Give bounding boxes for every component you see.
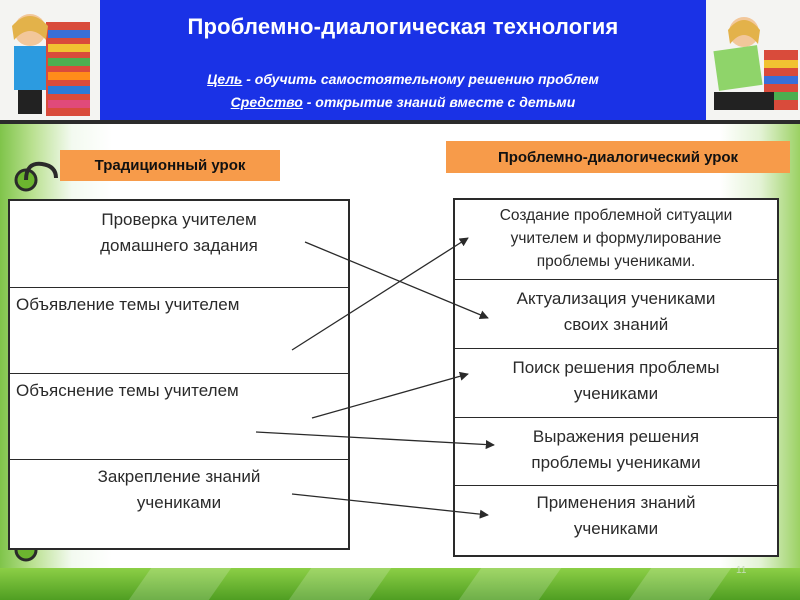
row-text: домашнего задания xyxy=(10,233,348,259)
table-row: Проверка учителем домашнего задания xyxy=(10,201,348,288)
row-text: Проверка учителем xyxy=(10,207,348,233)
table-row: Закрепление знаний учениками xyxy=(10,460,348,546)
row-text: Применения знаний xyxy=(455,490,777,516)
row-text: учителем и формулирование xyxy=(455,227,777,250)
table-row: Выражения решения проблемы учениками xyxy=(455,418,777,486)
girl-reading-image xyxy=(706,0,800,120)
page-title: Проблемно-диалогическая технология xyxy=(100,14,706,40)
means-text: - открытие знаний вместе с детьми xyxy=(303,94,576,110)
row-text: Объяснение темы учителем xyxy=(16,378,348,404)
footer-bar xyxy=(0,568,800,600)
traditional-lesson-label: Традиционный урок xyxy=(60,150,280,181)
problem-dialog-lesson-label: Проблемно-диалогический урок xyxy=(446,141,790,173)
row-text: проблемы учениками xyxy=(455,450,777,476)
row-text: Объявление темы учителем xyxy=(16,292,348,318)
traditional-lesson-table: Проверка учителем домашнего задания Объя… xyxy=(8,199,350,550)
means-keyword: Средство xyxy=(231,94,303,110)
header-banner: Проблемно-диалогическая технология Цель … xyxy=(0,0,800,120)
row-text: проблемы учениками. xyxy=(455,250,777,273)
table-row: Поиск решения проблемы учениками xyxy=(455,349,777,418)
binder-ring-icon xyxy=(12,158,64,198)
means-line: Средство - открытие знаний вместе с деть… xyxy=(100,94,706,110)
row-text: Актуализация учениками xyxy=(455,286,777,312)
table-row: Объявление темы учителем xyxy=(10,288,348,374)
table-row: Создание проблемной ситуации учителем и … xyxy=(455,200,777,280)
goal-line: Цель - обучить самостоятельному решению … xyxy=(100,71,706,87)
row-text: учениками xyxy=(455,381,777,407)
table-row: Актуализация учениками своих знаний xyxy=(455,280,777,349)
row-text: учениками xyxy=(455,516,777,542)
row-text: Закрепление знаний xyxy=(10,464,348,490)
goal-keyword: Цель xyxy=(207,71,242,87)
table-row: Применения знаний учениками xyxy=(455,486,777,553)
girl-with-books-image xyxy=(0,0,100,120)
row-text: Поиск решения проблемы xyxy=(455,355,777,381)
goal-text: - обучить самостоятельному решению пробл… xyxy=(242,71,598,87)
row-text: Создание проблемной ситуации xyxy=(455,204,777,227)
row-text: Выражения решения xyxy=(455,424,777,450)
row-text: своих знаний xyxy=(455,312,777,338)
problem-dialog-lesson-table: Создание проблемной ситуации учителем и … xyxy=(453,198,779,557)
slide-number: 11 xyxy=(736,565,746,576)
row-text: учениками xyxy=(10,490,348,516)
table-row: Объяснение темы учителем xyxy=(10,374,348,460)
